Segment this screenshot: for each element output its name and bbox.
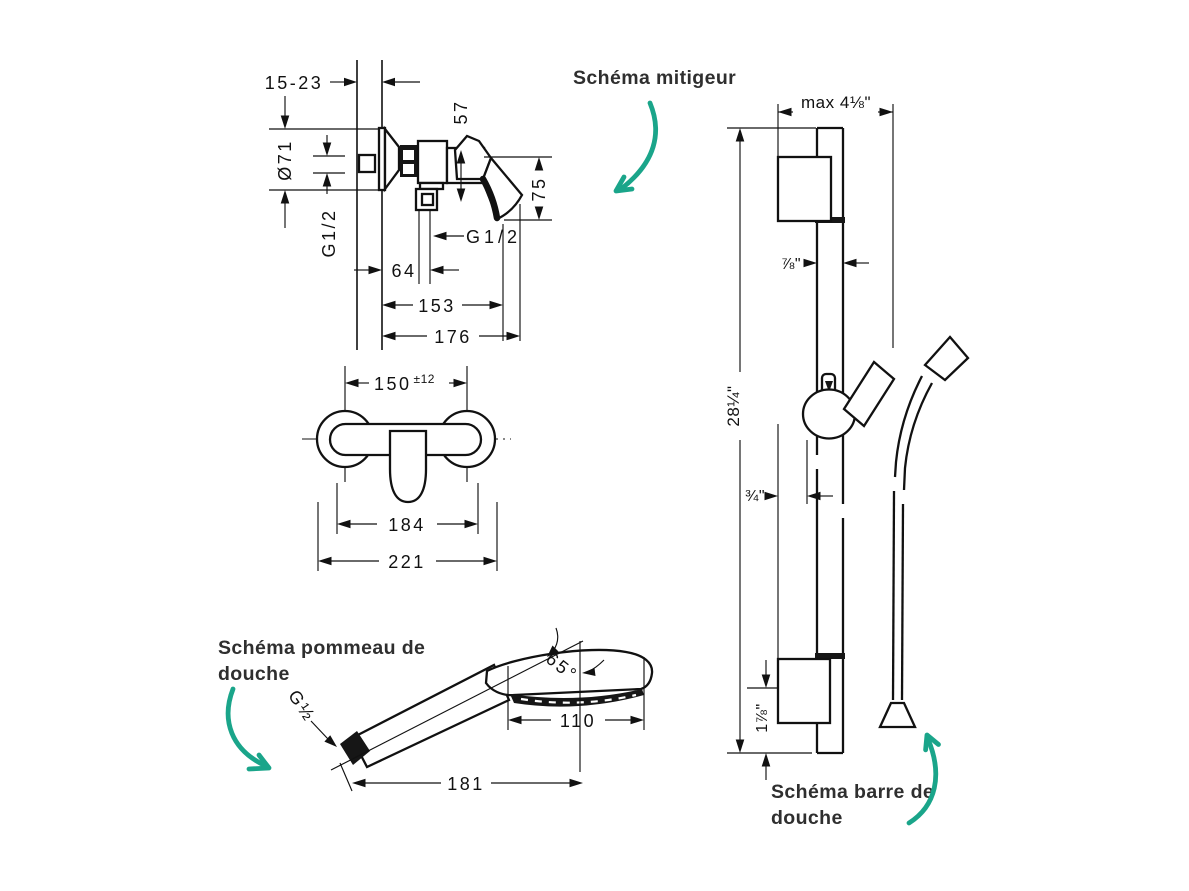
dim-label: 75 bbox=[529, 176, 549, 201]
dimension-hole-centers: 150±12 bbox=[345, 372, 467, 394]
curved-arrow-icon-mixer bbox=[618, 100, 658, 192]
curved-arrow-icon-bar bbox=[906, 736, 939, 826]
handshower-inlet-nut bbox=[340, 731, 370, 765]
dimension-bar-height: 28¼" bbox=[724, 127, 816, 754]
dimension-body-top-height: 57 bbox=[451, 99, 471, 202]
callout-handshower: Schéma pommeau de douche bbox=[218, 637, 425, 772]
dim-label: 64 bbox=[391, 261, 416, 281]
handshower-diagram: G½ 65° 110 181 bbox=[284, 627, 654, 794]
callout-mixer: Schéma mitigeur bbox=[573, 67, 736, 194]
curved-arrow-head-mixer bbox=[613, 174, 635, 194]
handshower-callout-label-line2: douche bbox=[218, 663, 290, 685]
escutcheon-cone bbox=[383, 125, 401, 193]
bar-callout-label-line2: douche bbox=[771, 807, 843, 829]
dimension-overall-length: 181 bbox=[352, 774, 583, 794]
dim-label: G1/2 bbox=[319, 208, 339, 257]
dimension-head-width: 110 bbox=[507, 657, 645, 731]
dim-label: ⅞" bbox=[781, 256, 801, 273]
mixer-body bbox=[416, 139, 449, 185]
hose-end-cone bbox=[878, 701, 917, 729]
dimension-wall-clearance: 15-23 bbox=[265, 73, 420, 93]
union-nut-facet bbox=[403, 150, 414, 160]
callout-bar: Schéma barre de douche bbox=[771, 732, 941, 829]
dimension-overall-width: 221 bbox=[318, 552, 497, 572]
curved-arrow-head-bar bbox=[923, 732, 941, 753]
mixer-handle-front bbox=[388, 429, 428, 504]
wall-bracket-top bbox=[776, 155, 833, 223]
dim-label: G½ bbox=[284, 686, 320, 725]
dim-label: 221 bbox=[388, 552, 426, 572]
slider-release-clip bbox=[825, 381, 833, 392]
dimension-handshower-thread: G½ bbox=[284, 686, 337, 747]
curved-arrow-head-handshower bbox=[246, 752, 272, 772]
dim-label: 176 bbox=[434, 327, 472, 347]
dim-label: 15-23 bbox=[265, 73, 324, 93]
supply-pipe bbox=[357, 153, 377, 174]
spray-face bbox=[510, 689, 644, 707]
dimension-slider-offset: ¾" bbox=[745, 424, 833, 658]
spray-nozzles bbox=[520, 693, 637, 704]
bar-callout-label-line1: Schéma barre de bbox=[771, 781, 934, 803]
dimension-total-reach: 176 bbox=[382, 327, 520, 347]
dim-label: Ø71 bbox=[275, 139, 295, 181]
shower-hose bbox=[878, 375, 934, 729]
mixer-callout-label: Schéma mitigeur bbox=[573, 67, 736, 89]
dimension-bar-diameter: ⅞" bbox=[781, 256, 869, 273]
wall-bracket-bottom bbox=[776, 657, 832, 725]
dim-label: 110 bbox=[560, 711, 596, 731]
dimension-max-reach: max 4⅛" bbox=[777, 93, 894, 348]
dimension-supply-thread: G1/2 bbox=[313, 135, 345, 258]
dimension-body-width: 184 bbox=[337, 515, 478, 535]
curved-arrow-icon-handshower bbox=[225, 686, 269, 769]
dimension-reach-to-handle: 153 bbox=[382, 296, 503, 316]
dim-label: 184 bbox=[388, 515, 426, 535]
dim-label: 181 bbox=[447, 774, 485, 794]
handle-axis-line bbox=[330, 640, 584, 771]
dim-label: 150±12 bbox=[374, 372, 435, 394]
outlet-fitting-inner bbox=[420, 192, 435, 207]
bracket-shadow-band bbox=[815, 653, 845, 659]
mixer-side-view-diagram: 15-23 Ø71 G1/2 bbox=[265, 60, 552, 350]
shower-bar-diagram: max 4⅛" 28¼" ⅞" bbox=[724, 93, 970, 780]
dim-label: max 4⅛" bbox=[801, 93, 871, 112]
dim-label: 28¼" bbox=[724, 385, 743, 426]
dimension-bottom-offset: 1⅞" bbox=[747, 660, 777, 780]
slider-knob bbox=[801, 388, 857, 440]
dimension-outlet-offset: 64 bbox=[354, 261, 459, 281]
dimension-handle-height: 75 bbox=[484, 156, 552, 221]
dimension-outlet-thread: G1/2 bbox=[433, 227, 521, 247]
dim-label: 57 bbox=[451, 99, 471, 124]
handshower-callout-label-line1: Schéma pommeau de bbox=[218, 637, 425, 659]
dim-label: 153 bbox=[418, 296, 456, 316]
dim-label: ¾" bbox=[745, 488, 765, 505]
holder-arm bbox=[842, 360, 896, 428]
dimension-escutcheon-diameter: Ø71 bbox=[269, 96, 379, 228]
dim-label: G1/2 bbox=[466, 227, 521, 247]
mixer-front-view-diagram: 150±12 184 221 bbox=[302, 366, 511, 572]
union-nut-facet bbox=[403, 164, 414, 174]
handshower-holder-cone bbox=[923, 335, 970, 382]
dim-label: 1⅞" bbox=[754, 703, 771, 732]
mixer-handle-side bbox=[453, 134, 524, 222]
